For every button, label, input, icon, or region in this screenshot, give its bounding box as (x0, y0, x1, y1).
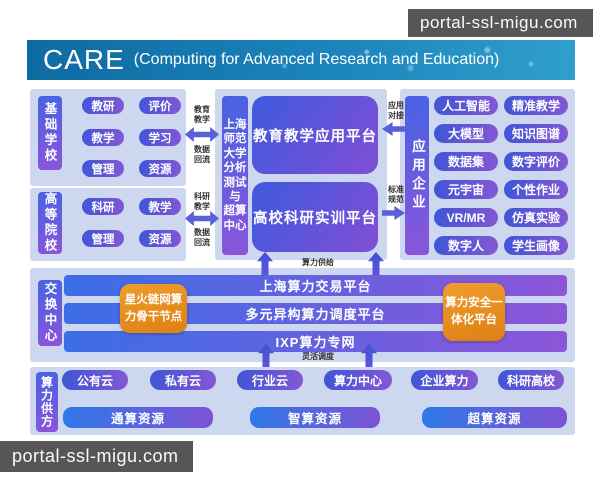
app-pill: 数据集 (434, 152, 498, 171)
center-label: 上海 师范 大学 分析 测试 与 超算 中心 (222, 96, 248, 255)
supply-pill: 算力中心 (324, 370, 392, 390)
supply-pill: 企业算力 (411, 370, 478, 390)
higher-edu-pill: 管理 (82, 230, 124, 247)
flow-label-app-integration: 应用对接 (388, 101, 404, 120)
app-pill: 知识图谱 (504, 124, 568, 143)
platform-box-research: 高校科研实训平台 (252, 182, 378, 252)
exchange-bar-ixp: IXP算力专网 (64, 331, 567, 352)
supply-pill: 行业云 (237, 370, 303, 390)
app-pill: 元宇宙 (434, 180, 498, 199)
app-pill: 大模型 (434, 124, 498, 143)
basic-school-pill: 教学 (82, 129, 124, 146)
supply-label: 算力供方 (36, 372, 58, 432)
higher-edu-label: 高等院校 (38, 192, 62, 254)
app-enterprise-label: 应用企业 (405, 96, 429, 255)
app-pill: 人工智能 (434, 96, 498, 115)
supply-bar-ai: 智算资源 (250, 407, 380, 428)
security-platform-box: 算力安全一 体化平台 (443, 283, 505, 341)
app-pill: 数字评价 (504, 152, 568, 171)
diagram-header: CARE (Computing for Advanced Research an… (27, 40, 575, 80)
app-pill: 学生画像 (504, 236, 568, 255)
supply-pill: 科研高校 (498, 370, 564, 390)
higher-edu-pill: 资源 (139, 230, 181, 247)
platform-box-edu: 教育教学应用平台 (252, 96, 378, 174)
basic-school-pill: 教研 (82, 97, 124, 114)
exchange-center-label: 交换中心 (38, 280, 62, 346)
header-title: CARE (43, 44, 125, 75)
exchange-bar-trading: 上海算力交易平台 (64, 275, 567, 296)
flow-label-compute-supply: 算力供给 (302, 258, 334, 267)
watermark-bottom: portal-ssl-migu.com (0, 441, 193, 472)
higher-edu-pill: 科研 (82, 198, 124, 215)
higher-edu-pill: 教学 (139, 198, 181, 215)
watermark-top: portal-ssl-migu.com (408, 9, 593, 37)
app-enterprise-panel (400, 89, 575, 260)
blockchain-node-box: 星火链网算 力骨干节点 (120, 284, 187, 333)
flow-label-data-return: 数据回流 (194, 145, 210, 164)
exchange-bar-scheduling: 多元异构算力调度平台 (64, 303, 567, 324)
basic-school-pill: 评价 (139, 97, 181, 114)
double-arrow-icon (185, 211, 219, 226)
app-pill: 精准教学 (504, 96, 568, 115)
app-pill: 数字人 (434, 236, 498, 255)
supply-pill: 私有云 (150, 370, 216, 390)
app-pill: VR/MR (434, 208, 498, 227)
flow-label-standards: 标准规范 (388, 185, 404, 204)
flow-label-edu-teaching: 教育教学 (194, 105, 210, 124)
header-subtitle: (Computing for Advanced Research and Edu… (133, 51, 500, 68)
flow-label-data-return: 数据回流 (194, 228, 210, 247)
supply-pill: 公有云 (62, 370, 128, 390)
supply-bar-general: 通算资源 (63, 407, 213, 428)
double-arrow-icon (185, 127, 219, 142)
app-pill: 仿真实验 (504, 208, 568, 227)
app-pill: 个性作业 (504, 180, 568, 199)
supply-bar-super: 超算资源 (422, 407, 567, 428)
flow-label-flexible-dispatch: 灵活调度 (302, 352, 334, 361)
basic-school-pill: 学习 (139, 129, 181, 146)
flow-label-research-teaching: 科研教学 (194, 192, 210, 211)
basic-school-pill: 资源 (139, 160, 181, 177)
basic-school-pill: 管理 (82, 160, 124, 177)
basic-school-label: 基础学校 (38, 96, 62, 170)
